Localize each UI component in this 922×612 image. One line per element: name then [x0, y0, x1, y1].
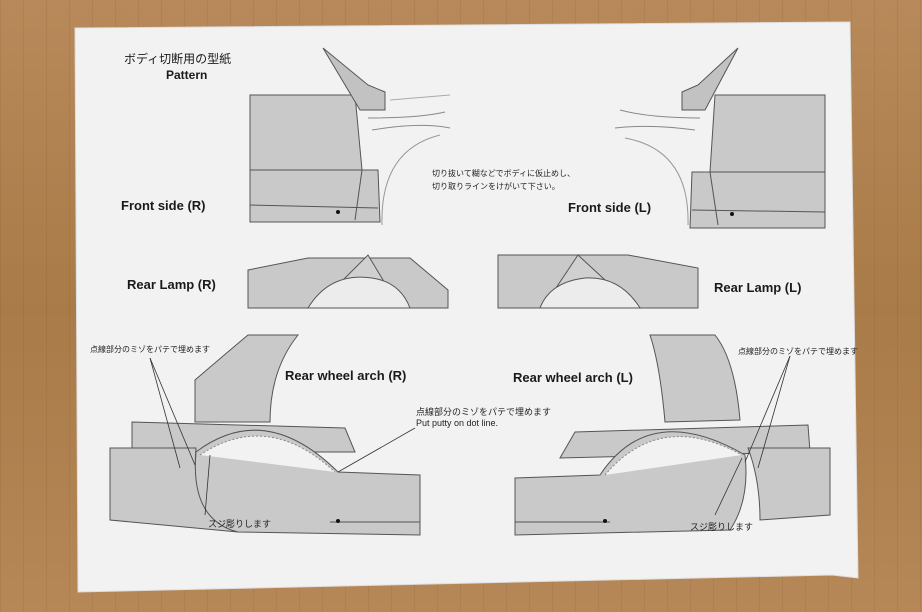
label-front-side-r: Front side (R): [121, 198, 206, 213]
note-fill-center: 点線部分のミゾをパテで埋めます: [416, 407, 552, 417]
rear-lamp-l-pattern: [497, 254, 699, 309]
note-putty-en: Put putty on dot line.: [416, 418, 499, 428]
leader-lines: [149, 355, 791, 516]
label-front-side-l: Front side (L): [568, 200, 652, 215]
note-scribe-left: スジ彫りします: [208, 519, 272, 529]
rear-wheel-arch-r-pattern: [109, 334, 421, 536]
label-rear-lamp-r: Rear Lamp (R): [127, 277, 216, 292]
label-rear-lamp-l: Rear Lamp (L): [714, 280, 802, 295]
note-fill-left: 点線部分のミゾをパテで埋めます: [90, 345, 210, 354]
note-cut-line-2: 切り取りラインをけがいて下さい。: [432, 182, 560, 191]
note-fill-right: 点線部分のミゾをパテで埋めます: [738, 347, 858, 356]
rear-wheel-arch-l-pattern: [514, 334, 831, 536]
title-en: Pattern: [166, 68, 208, 82]
label-rear-wheel-arch-l: Rear wheel arch (L): [513, 370, 633, 385]
front-side-l-pattern: [614, 47, 826, 229]
note-scribe-right: スジ彫りします: [690, 522, 754, 532]
note-cut-line-1: 切り抜いて糊などでボディに仮止めし、: [432, 169, 576, 178]
label-rear-wheel-arch-r: Rear wheel arch (R): [285, 368, 407, 383]
front-side-r-pattern: [249, 47, 451, 226]
title-jp: ボディ切断用の型紙: [124, 52, 232, 66]
rear-lamp-r-pattern: [247, 254, 449, 309]
